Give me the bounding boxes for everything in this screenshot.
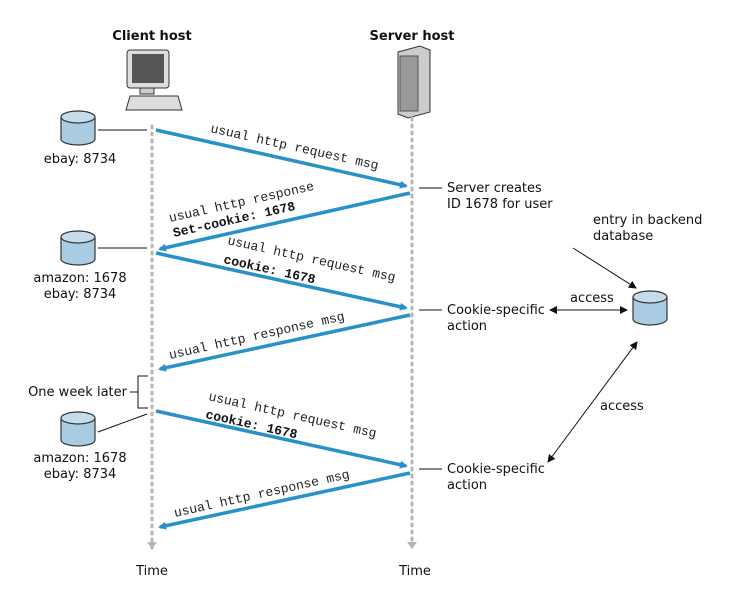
message-arrow (158, 191, 411, 252)
cookie-file-icon (60, 230, 96, 266)
access-arrow (547, 341, 638, 463)
cookie-file-icon (60, 110, 96, 146)
cookie-file-icon (60, 411, 96, 447)
entry-arrow (572, 247, 637, 289)
access-label: access (570, 291, 614, 306)
client-time-label: Time (135, 564, 168, 579)
message-arrow (158, 471, 411, 530)
cookie-file-entry: ebay: 8734 (44, 152, 117, 167)
backend-entry-label: entry in backend (593, 213, 702, 228)
computer-icon (125, 49, 183, 111)
server-host-label: Server host (370, 29, 455, 44)
message-arrow (155, 251, 408, 311)
backend-database-icon (632, 290, 668, 326)
cookie-file-entry: ebay: 8734 (44, 467, 117, 482)
cookie-file-entry: amazon: 1678 (33, 271, 126, 286)
server-note: Cookie-specific (447, 303, 545, 318)
server-note: action (447, 478, 487, 493)
message-label: usual http response msg (173, 467, 351, 521)
server-note: Cookie-specific (447, 462, 545, 477)
client-host-label: Client host (112, 29, 191, 44)
message-arrow (155, 128, 408, 189)
one-week-later-label: One week later (28, 385, 128, 400)
server-note: action (447, 319, 487, 334)
bracket (130, 375, 148, 409)
cookie-file-entry: ebay: 8734 (44, 287, 117, 302)
server-time-label: Time (398, 564, 431, 579)
cookie-file-entry: amazon: 1678 (33, 451, 126, 466)
message-arrow (158, 313, 411, 372)
server-note: ID 1678 for user (447, 197, 553, 212)
message-arrow (155, 409, 408, 469)
server-note: Server creates (447, 181, 542, 196)
messages (155, 128, 411, 530)
backend-entry-label: database (593, 229, 653, 244)
access-label: access (600, 399, 644, 414)
server-icon (397, 45, 431, 119)
